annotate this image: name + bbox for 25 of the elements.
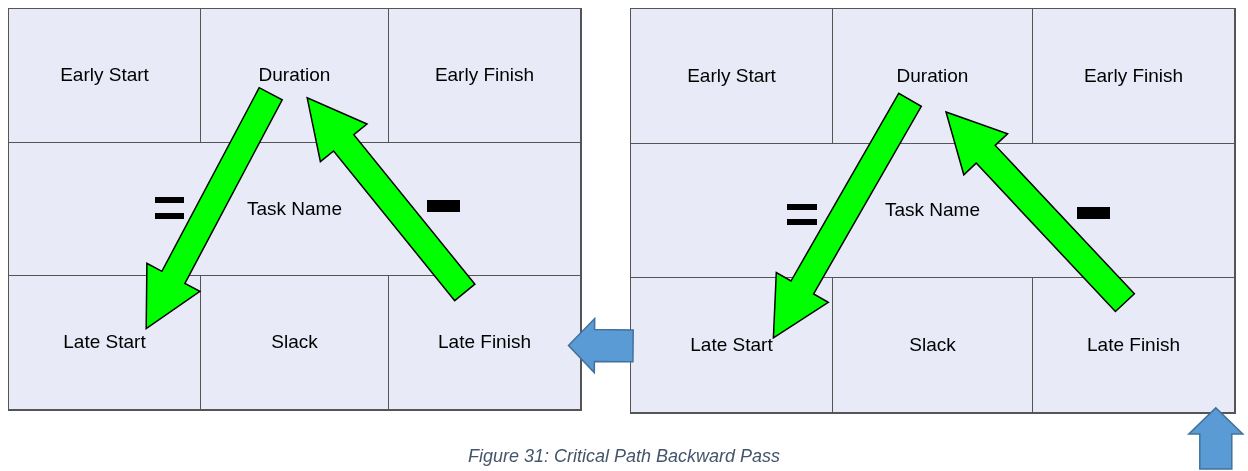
figure-caption: Figure 31: Critical Path Backward Pass [466, 445, 782, 468]
block-arrow [145, 86, 284, 331]
block-arrow [944, 110, 1136, 313]
block-arrow [1186, 406, 1245, 470]
block-arrow [306, 96, 476, 302]
cell-label: Slack [271, 330, 318, 355]
cell-label: Early Start [60, 63, 149, 88]
cell-label: Early Finish [434, 63, 535, 88]
cell-label: Task Name [885, 198, 980, 223]
task-node-table [630, 8, 1236, 414]
cell-label: Task Name [247, 196, 342, 221]
cell-label: Duration [896, 63, 969, 88]
cell-label: Late Finish [438, 330, 531, 355]
task-node-table [8, 8, 582, 411]
block-arrow [772, 92, 923, 340]
cell-label: Late Start [63, 330, 146, 355]
cell-label: Duration [258, 63, 331, 88]
block-arrow [567, 316, 634, 375]
cell-label: Late Finish [1087, 332, 1180, 357]
table-cell [388, 275, 581, 410]
table-cell [1032, 277, 1235, 413]
cell-label: Late Start [690, 332, 773, 357]
cell-label: Slack [909, 332, 956, 357]
cell-label: Early Finish [1083, 63, 1184, 88]
cell-label: Early Start [687, 63, 776, 88]
